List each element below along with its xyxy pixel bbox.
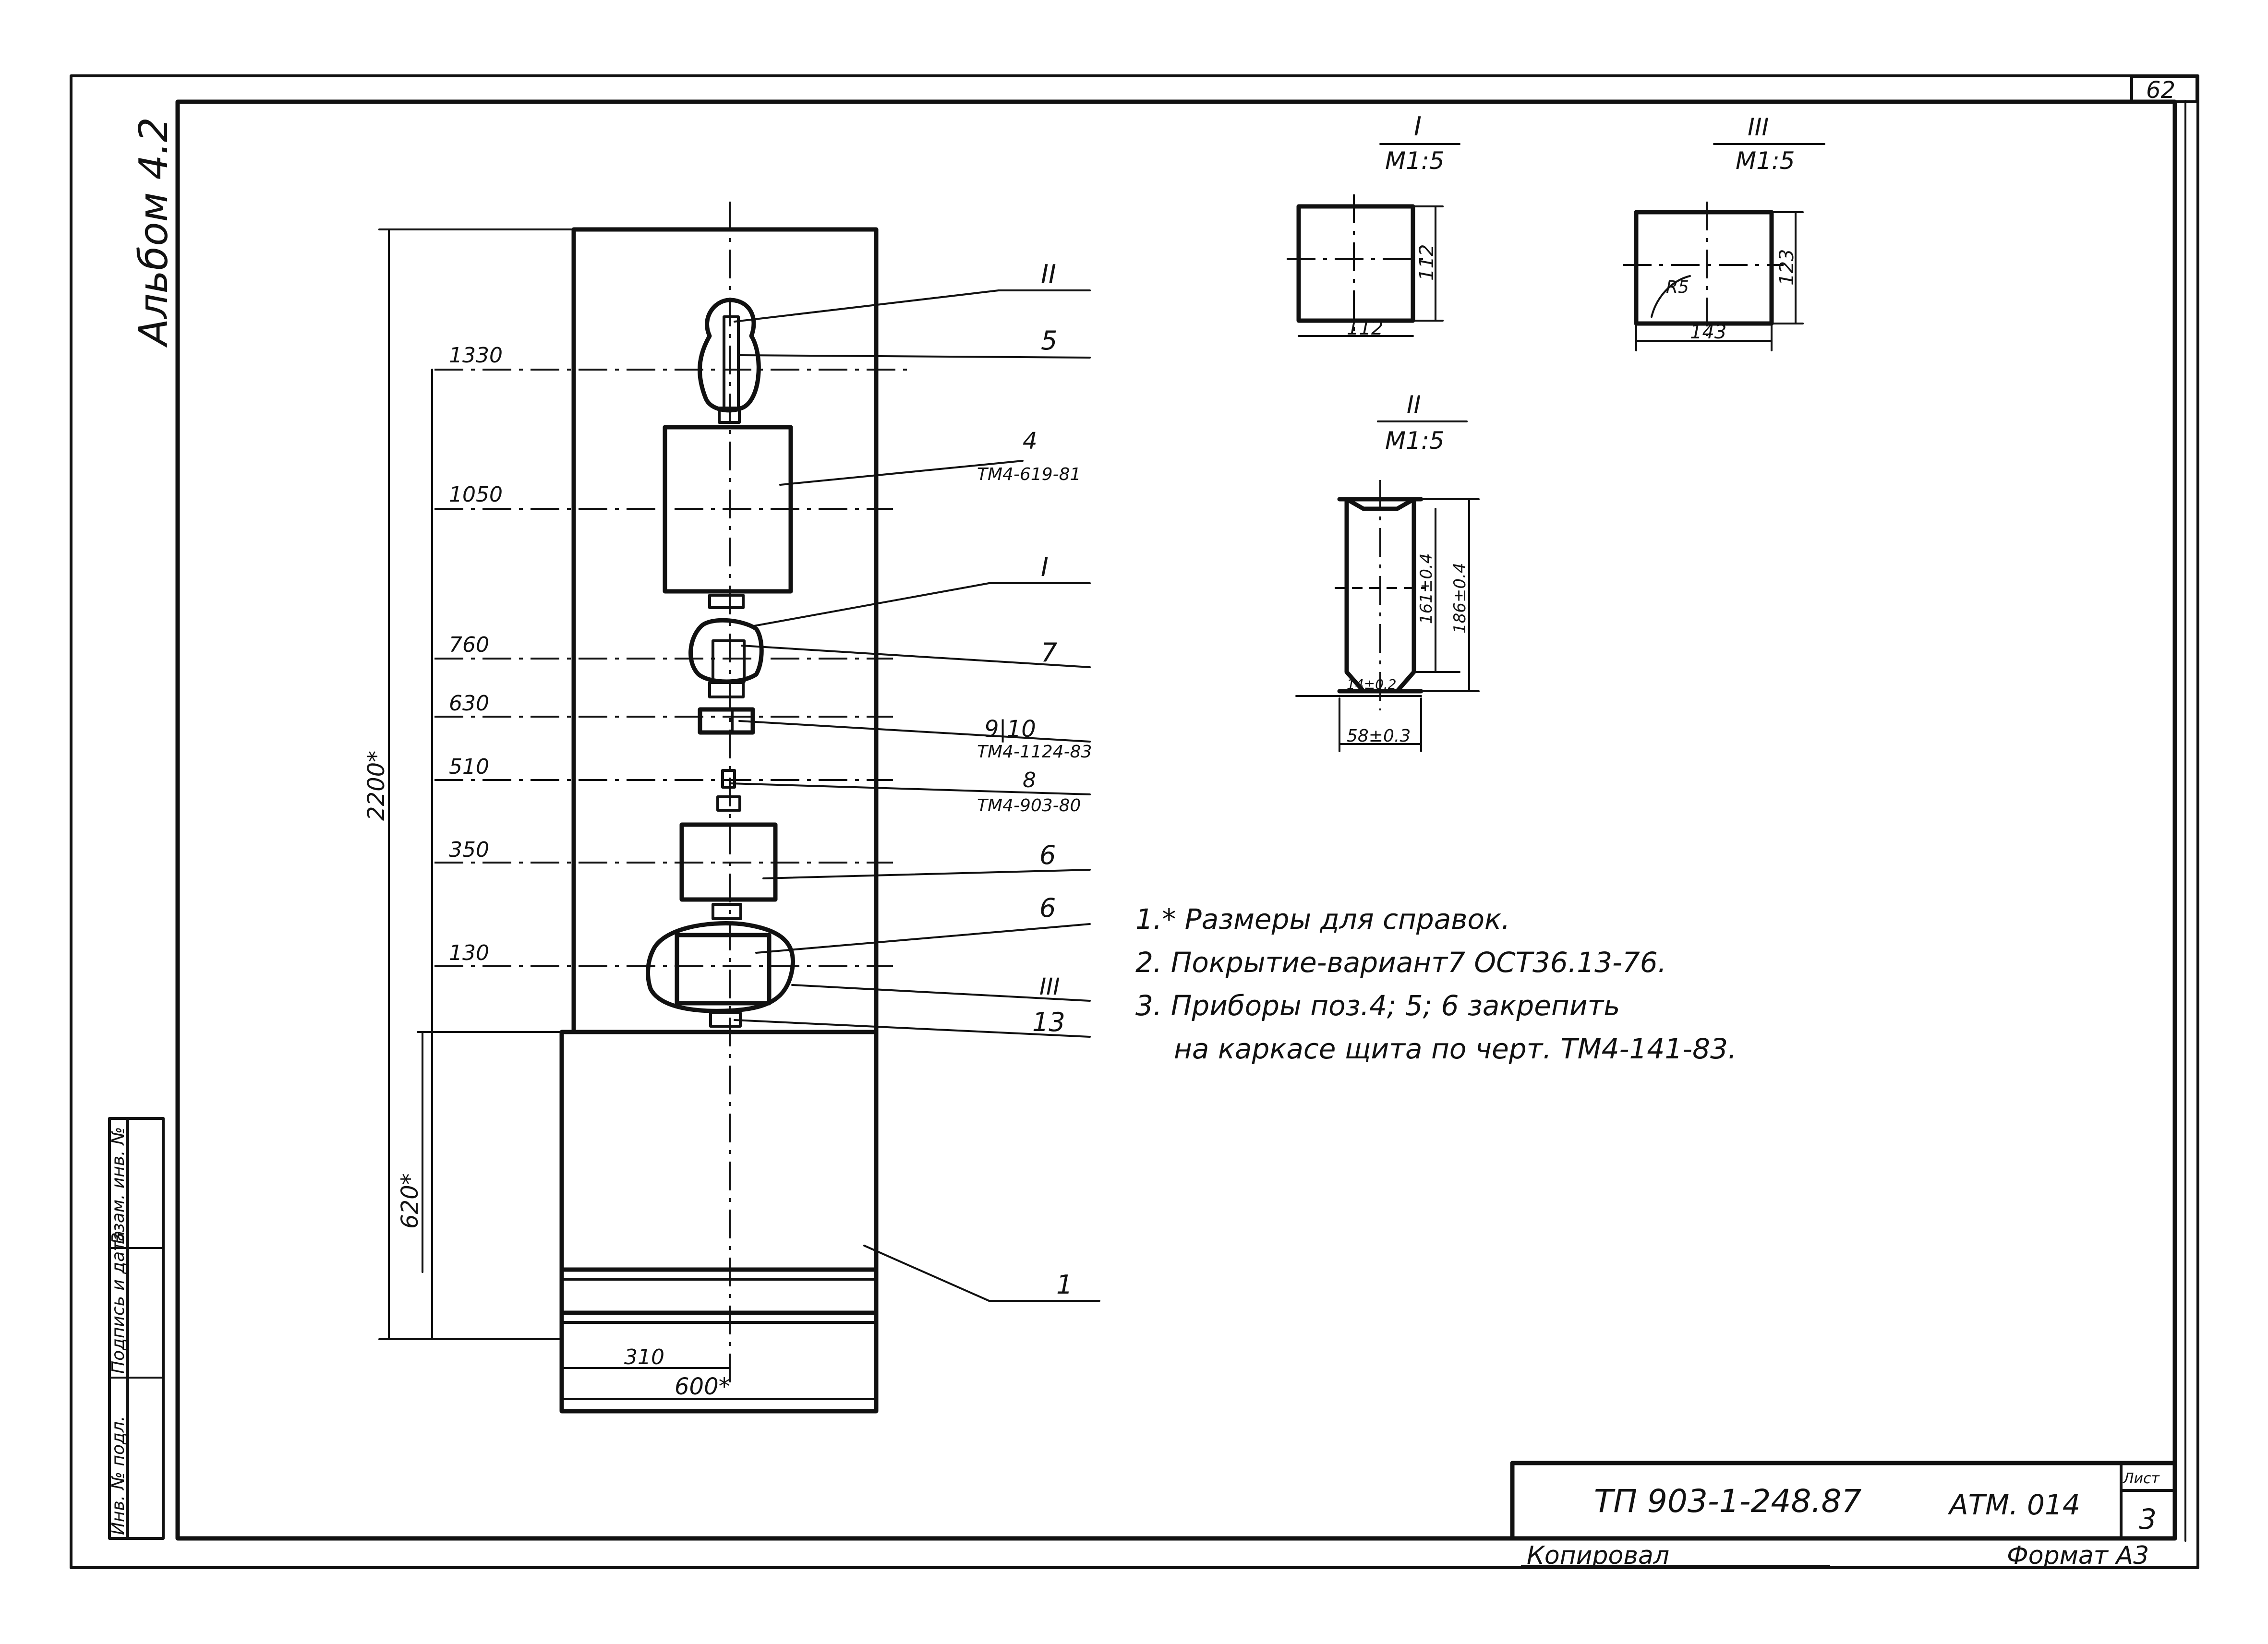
leaders: II 5 4 ТМ4-619-81 I 7 9|10 ТМ4-1124-83 8… — [729, 259, 1100, 1302]
dim-760: 760 — [449, 633, 489, 657]
sheet-number: 3 — [2139, 1503, 2157, 1536]
sheet-format: Формат А3 — [2007, 1541, 2149, 1570]
note-1: 1.* Размеры для справок. — [1135, 903, 1510, 936]
callout-6-upper: 6 — [1039, 840, 1056, 870]
detail-II-width: 58±0.3 — [1347, 726, 1411, 746]
overall-height-dim: 2200* — [363, 751, 390, 821]
detail-II-bottom-dim: 14±0.2 — [1347, 676, 1397, 692]
front-view: 1330 1050 760 630 510 350 130 2200* 620*… — [363, 202, 907, 1414]
sheet-label: Лист — [2123, 1470, 2160, 1487]
instrument-4 — [663, 425, 793, 594]
detail-II: II М1:5 161±0.4 186±0.4 14±0.2 58±0.3 — [1295, 391, 1480, 752]
doc-number: ТП 903-1-248.87 — [1594, 1483, 1861, 1520]
callout-I: I — [1041, 552, 1049, 582]
callout-6-lower: 6 — [1039, 893, 1056, 923]
callout-13: 13 — [1032, 1007, 1065, 1037]
instrument-6-upper — [679, 822, 778, 902]
detail-II-title: II — [1407, 391, 1421, 419]
detail-III-radius: R5 — [1666, 277, 1689, 297]
detail-III-width: 143 — [1690, 321, 1726, 343]
width-half-dim: 310 — [624, 1345, 664, 1369]
detail-I-width: 112 — [1347, 317, 1383, 339]
note-2: 2. Покрытие-вариант7 ОСТ36.13-76. — [1135, 946, 1666, 979]
dim-350: 350 — [449, 838, 489, 862]
detail-I: I М1:5 112 112 — [1287, 111, 1460, 339]
corner-number: 62 — [2146, 77, 2175, 104]
callout-9-10-ref: ТМ4-1124-83 — [977, 742, 1092, 762]
title-block: ТП 903-1-248.87 АТМ. 014 Лист 3 Копирова… — [1510, 1461, 2177, 1570]
dim-1050: 1050 — [449, 482, 503, 507]
stamp-podpis: Подпись и дата — [109, 1231, 128, 1374]
detail-I-height: 112 — [1416, 244, 1438, 281]
instrument-6-lower-outline — [646, 921, 795, 1013]
detail-III-height: 123 — [1776, 249, 1798, 286]
lower-height-dim: 620* — [397, 1173, 423, 1229]
doc-code: АТМ. 014 — [1947, 1488, 2080, 1521]
instrument-5-outline — [698, 298, 761, 413]
detail-II-scale: М1:5 — [1385, 427, 1445, 455]
stamp-inv-podl: Инв. № подл. — [109, 1416, 128, 1535]
detail-II-outer-height: 186±0.4 — [1450, 563, 1470, 634]
dim-130: 130 — [449, 941, 489, 965]
callout-II: II — [1041, 259, 1056, 289]
detail-I-scale: М1:5 — [1385, 147, 1445, 175]
width-full-dim: 600* — [675, 1373, 730, 1400]
callout-7: 7 — [1041, 637, 1057, 668]
detail-III-title: III — [1748, 113, 1769, 141]
callout-III: III — [1039, 973, 1060, 1000]
note-3: 3. Приборы поз.4; 5; 6 закрепить — [1135, 989, 1620, 1022]
note-3-cont: на каркасе щита по черт. ТМ4-141-83. — [1174, 1032, 1737, 1065]
inner-frame — [175, 99, 2177, 1541]
side-stamp: Инв. № подл. Подпись и дата Взам. инв. № — [108, 1117, 165, 1540]
dim-510: 510 — [449, 755, 489, 779]
stamp-vzam: Взам. инв. № — [109, 1127, 128, 1244]
callout-1: 1 — [1056, 1270, 1073, 1300]
callout-4-ref: ТМ4-619-81 — [977, 465, 1081, 484]
callout-4: 4 — [1023, 428, 1037, 455]
album-label: Альбом 4.2 — [131, 117, 177, 348]
detail-III-scale: М1:5 — [1736, 147, 1795, 175]
dim-630: 630 — [449, 691, 489, 716]
detail-III: III М1:5 R5 143 123 — [1623, 113, 1825, 351]
callout-8-ref: ТМ4-903-80 — [977, 796, 1081, 816]
instrument-7-outline — [688, 618, 764, 684]
instrument-8 — [721, 769, 736, 789]
outer-frame — [70, 74, 2199, 1569]
detail-II-inner-height: 161±0.4 — [1417, 553, 1436, 624]
detail-I-title: I — [1414, 111, 1422, 142]
panel-body-lower — [559, 1030, 879, 1414]
callout-5: 5 — [1041, 325, 1057, 356]
callout-9-10: 9|10 — [984, 716, 1036, 743]
dim-1330: 1330 — [449, 343, 503, 368]
callout-8: 8 — [1023, 768, 1036, 792]
notes: 1.* Размеры для справок. 2. Покрытие-вар… — [1135, 903, 1737, 1065]
corner-number-box — [2130, 75, 2198, 103]
